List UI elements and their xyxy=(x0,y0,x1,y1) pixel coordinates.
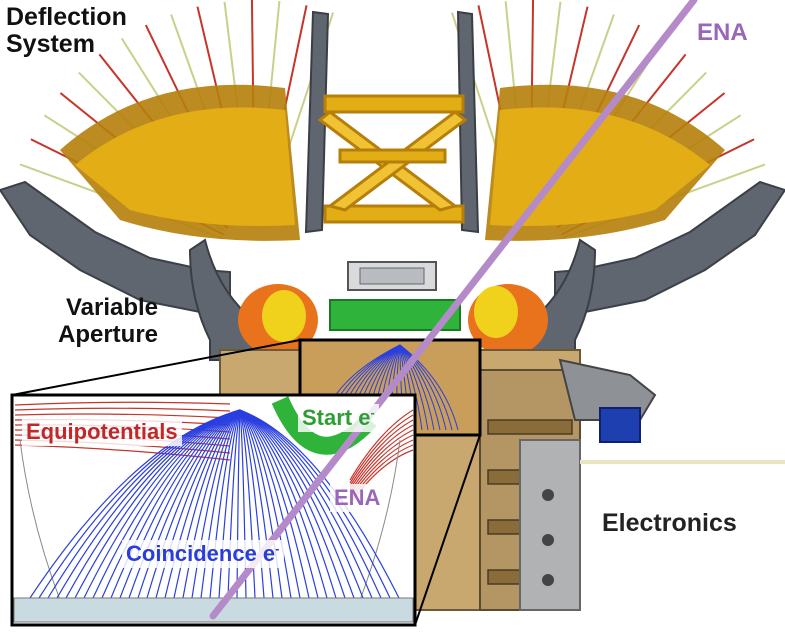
ena-beam xyxy=(209,0,698,620)
decor-curve xyxy=(349,429,414,493)
label-deflection-system: Deflection System xyxy=(6,3,127,58)
decor-curve xyxy=(239,409,337,599)
left-post xyxy=(304,10,330,234)
decor-curve xyxy=(399,344,447,431)
decor-curve xyxy=(349,424,414,490)
decor-curve xyxy=(349,414,414,484)
label-ena-inset: ENA xyxy=(330,484,385,512)
decor-curve xyxy=(239,409,328,599)
zoom-line-right xyxy=(414,434,481,626)
decor-curve xyxy=(239,409,355,599)
decor-curve xyxy=(349,419,414,487)
decor-curve xyxy=(239,409,310,599)
label-equipotentials: Equipotentials xyxy=(22,418,182,446)
decor-curve xyxy=(239,409,319,599)
label-ena-top: ENA xyxy=(697,19,748,46)
decor-curve xyxy=(239,409,346,599)
deflection-fan-right xyxy=(485,84,785,314)
decor-curve xyxy=(399,344,423,431)
decor-curve xyxy=(399,344,435,431)
decor-curve xyxy=(239,409,292,599)
decor-curve xyxy=(101,409,241,599)
decor-curve xyxy=(399,344,453,431)
side-bracket xyxy=(558,358,657,421)
decor-curve xyxy=(14,407,231,412)
decor-curve xyxy=(239,409,373,599)
decor-curve xyxy=(14,401,231,406)
variable-aperture-right xyxy=(468,284,548,356)
zoom-line-left xyxy=(11,339,301,396)
decor-curve xyxy=(399,344,441,431)
decor-curve xyxy=(349,409,414,481)
central-truss xyxy=(317,94,468,224)
right-post xyxy=(456,10,480,234)
deflection-fan-left xyxy=(0,84,300,314)
decor-curve xyxy=(92,409,241,599)
label-start-e: Start e- xyxy=(298,404,379,432)
decor-curve xyxy=(83,409,241,599)
label-variable-aperture: Variable Aperture xyxy=(58,294,159,348)
decor-curve xyxy=(399,344,429,431)
decor-curve xyxy=(399,344,459,431)
decor-curve xyxy=(239,409,400,599)
label-coincidence-e: Coincidence e- xyxy=(122,540,284,568)
decor-curve xyxy=(14,413,231,419)
decor-curve xyxy=(239,409,301,599)
inset-gray-field xyxy=(19,439,401,601)
decor-curve xyxy=(239,409,364,599)
variable-aperture-left xyxy=(238,284,318,356)
coincidence-trajectories xyxy=(29,409,400,599)
label-electronics: Electronics xyxy=(602,509,737,537)
blue-connector xyxy=(599,407,641,443)
